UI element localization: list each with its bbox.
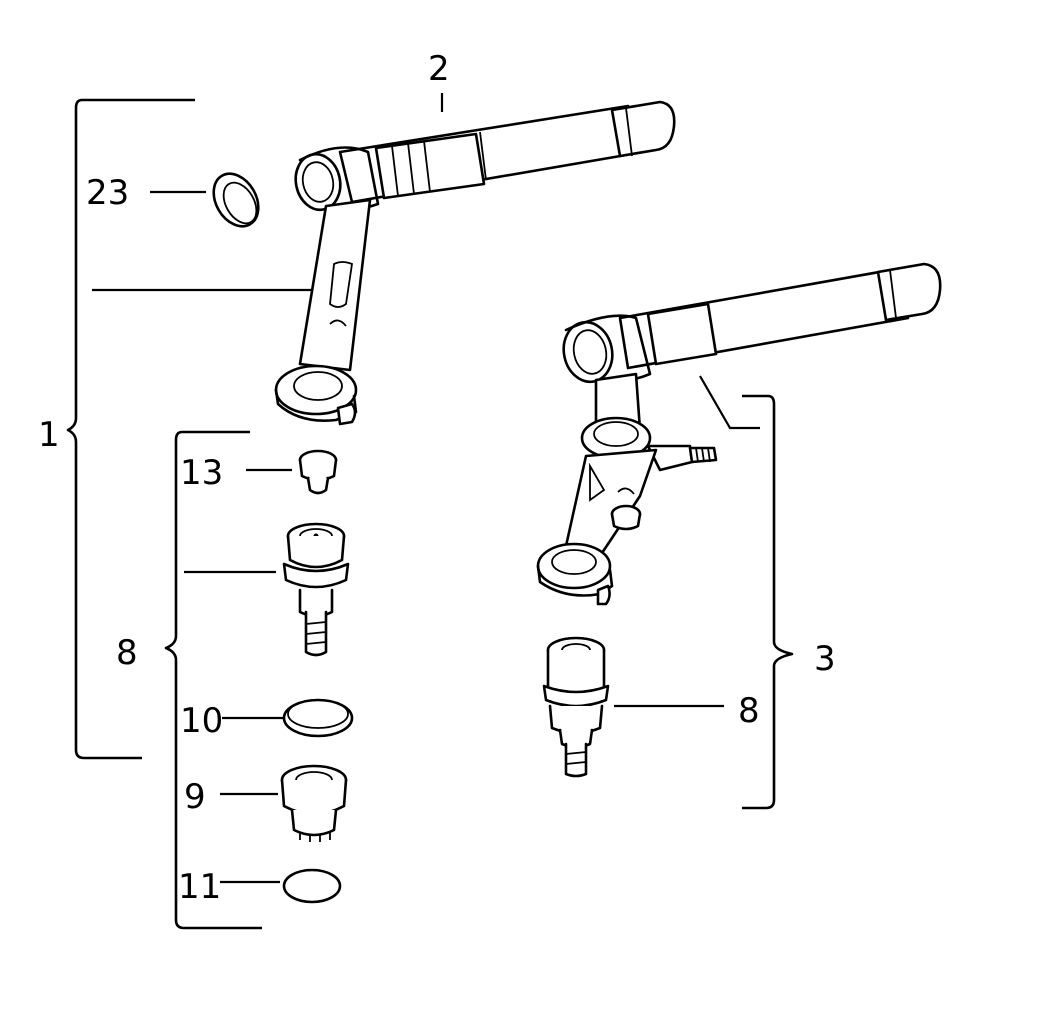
callout-23[interactable]: 23 (86, 173, 129, 213)
callout-1[interactable]: 1 (38, 415, 60, 455)
bracket-assembly-1 (66, 98, 195, 760)
ring-part-10[interactable] (282, 698, 354, 738)
callout-9[interactable]: 9 (184, 777, 206, 817)
callout-11[interactable]: 11 (178, 867, 221, 907)
callout-8-left[interactable]: 8 (116, 633, 138, 673)
callout-2[interactable]: 2 (428, 49, 450, 89)
cap-part-13[interactable] (298, 449, 338, 495)
bracket-assembly-8-left (164, 430, 262, 930)
steering-arm-left[interactable] (274, 100, 676, 426)
leader-3 (699, 375, 760, 430)
steering-arm-right[interactable] (536, 262, 942, 606)
bracket-assembly-3 (742, 394, 794, 810)
callout-8-right[interactable]: 8 (738, 691, 760, 731)
callout-3[interactable]: 3 (814, 639, 836, 679)
leader-lines (92, 93, 760, 884)
ball-joint-left[interactable] (282, 522, 350, 657)
callout-10[interactable]: 10 (180, 701, 223, 741)
bushing-part-9[interactable] (280, 764, 348, 842)
ball-joint-right[interactable] (542, 636, 610, 778)
ring-part-11[interactable] (282, 868, 342, 904)
ring-part-23[interactable] (205, 166, 268, 234)
callout-13[interactable]: 13 (180, 453, 223, 493)
